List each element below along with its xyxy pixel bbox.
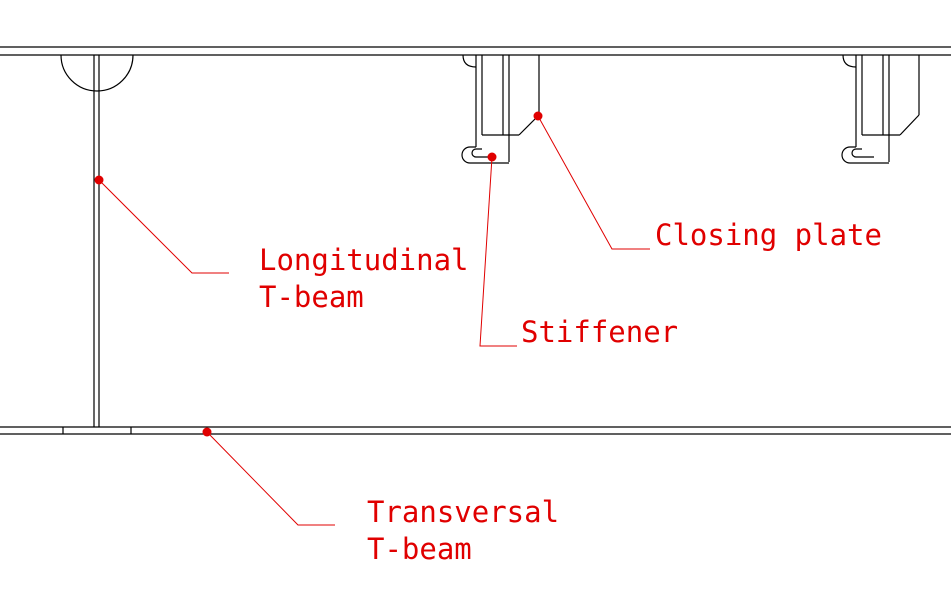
label-transversal: Transversal [367, 495, 559, 529]
closing-plate-middle [518, 55, 540, 136]
label-stiffener: Stiffener [521, 315, 678, 349]
leader-marker [202, 427, 212, 437]
label-longitudinal: Longitudinal [259, 243, 469, 277]
longitudinal-t-beam [60, 54, 134, 427]
stiffener-middle [461, 54, 519, 164]
top-deck-plate [0, 46, 951, 56]
leader-marker [487, 152, 497, 162]
leader-marker [533, 111, 543, 121]
leader-marker [94, 175, 104, 185]
label-transversal-tbeam: T-beam [367, 532, 472, 566]
transversal-t-beam-flange [0, 426, 951, 435]
leader-line [206, 431, 335, 526]
label-closing-plate: Closing plate [655, 218, 882, 252]
leader-line [479, 156, 517, 347]
leader-line [98, 179, 229, 274]
closing-plate-right [899, 55, 920, 136]
leader-line [537, 115, 650, 250]
annotation-longitudinal-t-beam: Longitudinal T-beam [94, 175, 469, 314]
annotation-stiffener: Stiffener [479, 152, 678, 349]
label-longitudinal-tbeam: T-beam [259, 280, 364, 314]
annotation-closing-plate: Closing plate [533, 111, 882, 252]
stiffener-right [841, 54, 900, 164]
annotation-transversal-t-beam: Transversal T-beam [202, 427, 559, 566]
